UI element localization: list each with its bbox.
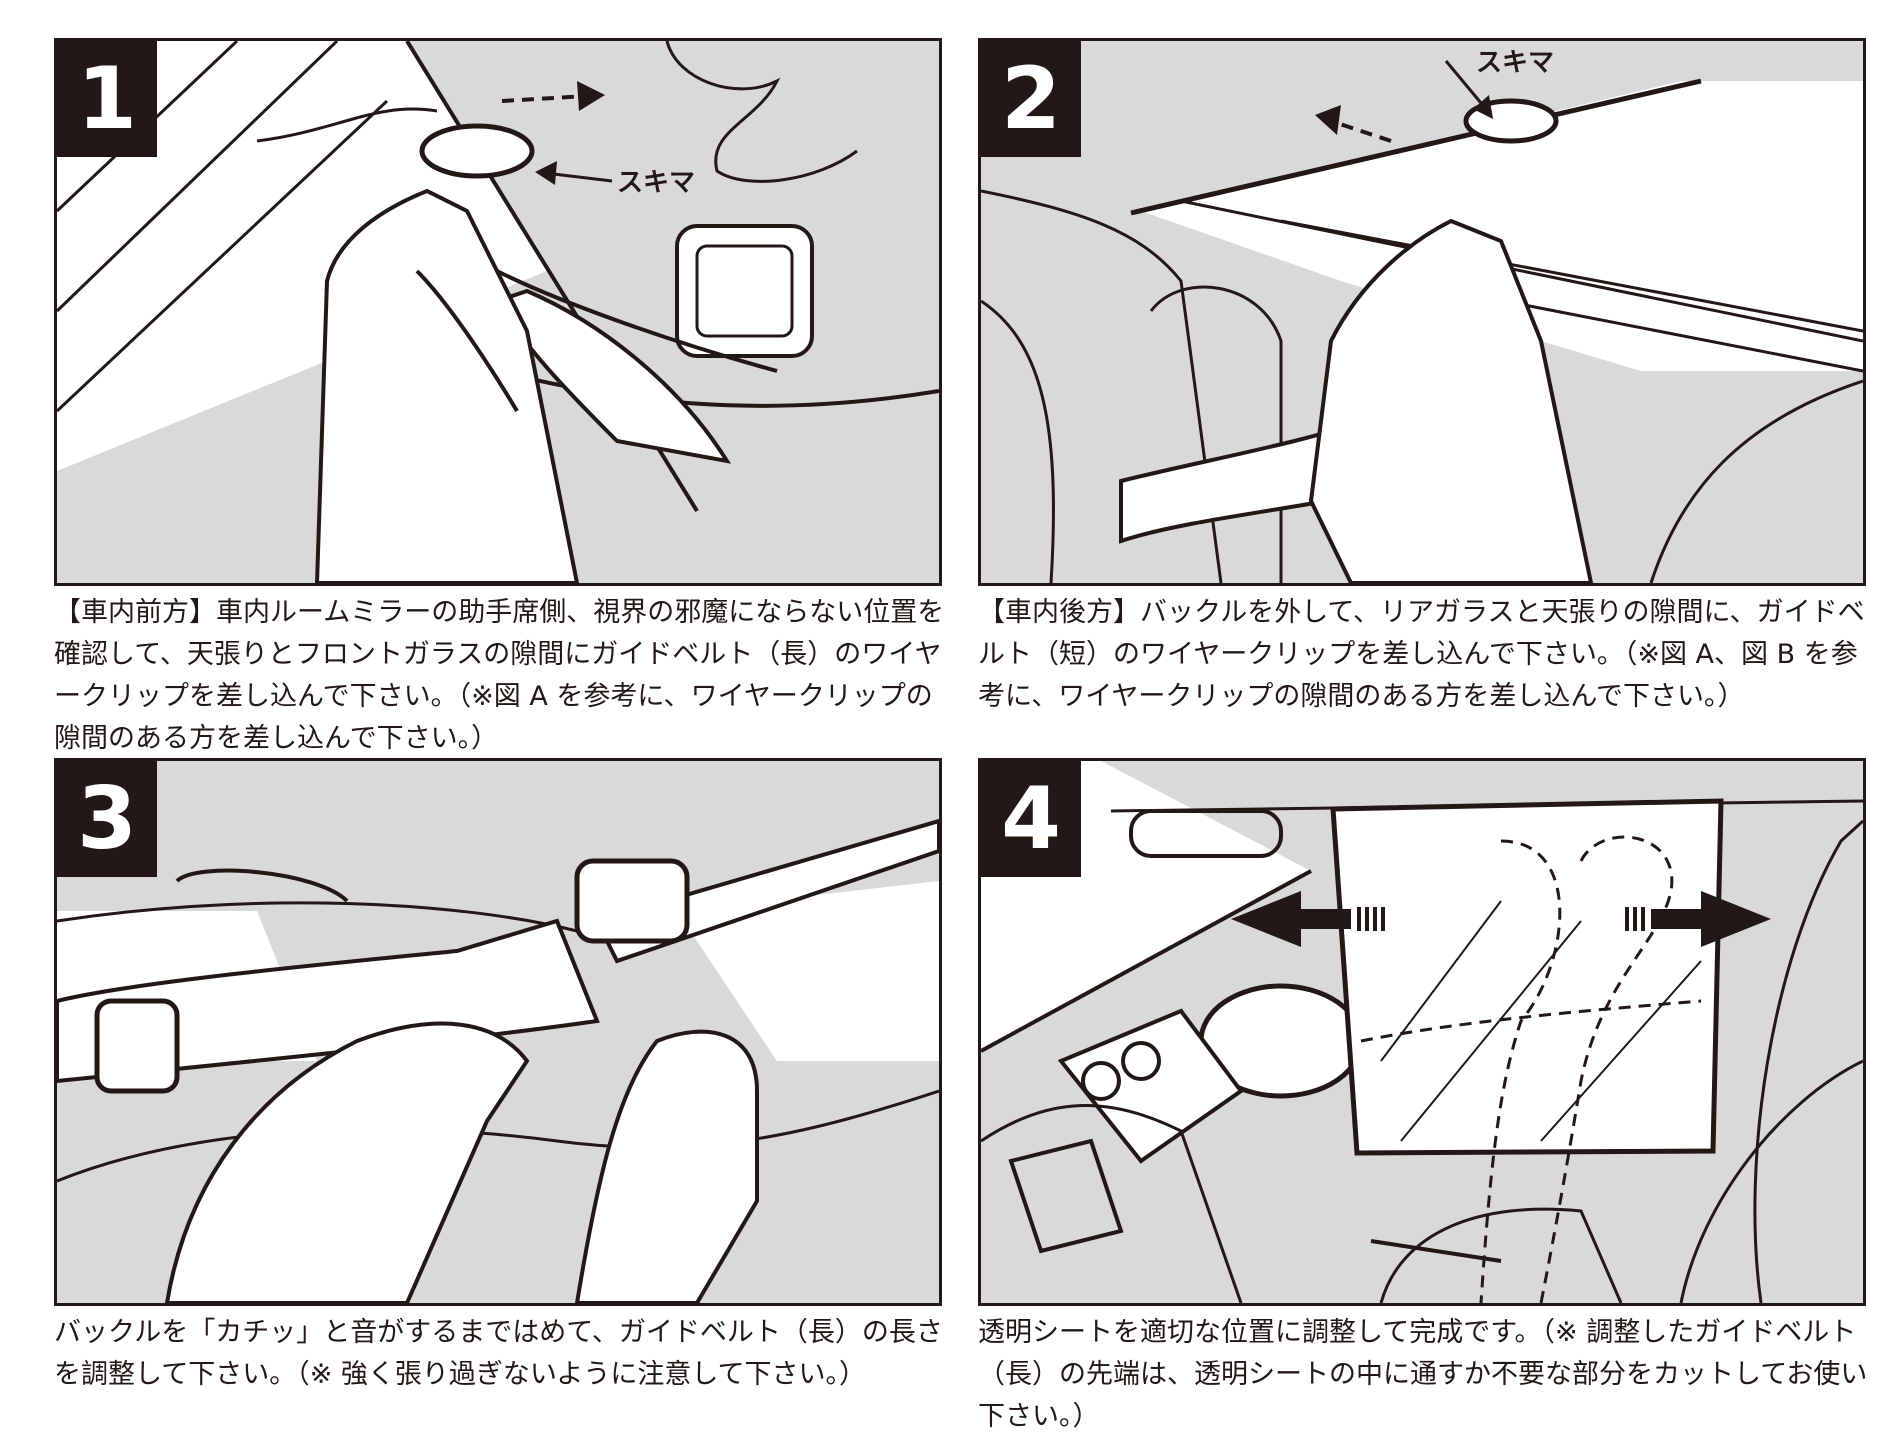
step-2-drawing: スキマ [981,41,1863,583]
step-4-number: 4 [981,761,1081,877]
step-1-caption: 【車内前方】車内ルームミラーの助手席側、視界の邪魔にならない位置を確認して、天張… [54,597,945,754]
step-1-gap-label: スキマ [617,168,695,198]
step-1-illustration: スキマ 1 [54,38,942,586]
step-3-caption: バックルを「カチッ」と音がするまではめて、ガイドベルト（長）の長さを調整して下さ… [54,1317,943,1390]
step-2-gap-label: スキマ [1476,48,1554,78]
step-2-illustration: スキマ 2 [978,38,1866,586]
step-3-drawing [57,761,939,1303]
step-1-number: 1 [57,41,157,157]
step-1-drawing: スキマ [57,41,939,583]
step-2-number: 2 [981,41,1081,157]
step-4-illustration: 4 [978,758,1866,1306]
step-4-caption: 透明シートを適切な位置に調整して完成です。（※ 調整したガイドベルト（長）の先端… [978,1317,1868,1432]
step-2-caption: 【車内後方】バックルを外して、リアガラスと天張りの隙間に、ガイドベルト（短）のワ… [978,597,1865,712]
step-4-drawing [981,761,1863,1303]
step-3-number: 3 [57,761,157,877]
step-3-illustration: 3 [54,758,942,1306]
